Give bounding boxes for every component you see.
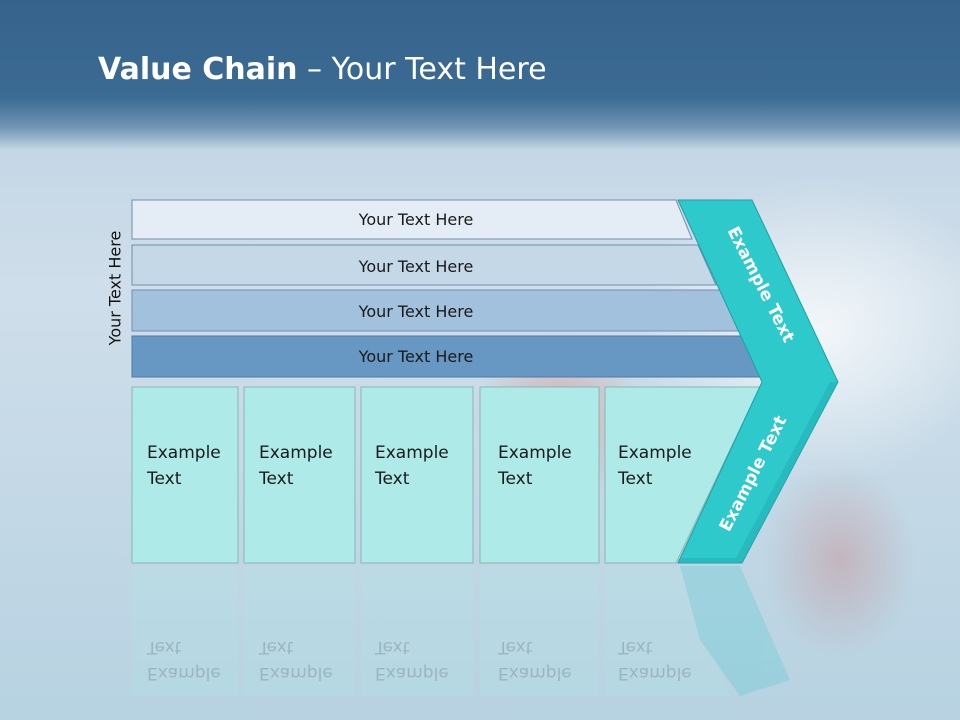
box-3-reflection: Example Text — [375, 634, 449, 686]
title-bar: Value Chain – Your Text Here — [0, 0, 960, 150]
box-5-reflection-line2: Text — [618, 637, 653, 657]
box-5-line2: Text — [618, 469, 653, 489]
box-3-text: Example Text — [375, 440, 449, 492]
box-4-line2: Text — [498, 469, 533, 489]
box-5-reflection: Example Text — [618, 634, 692, 686]
box-1-reflection-line1: Example — [147, 663, 221, 683]
box-4-line1: Example — [498, 443, 572, 463]
row-4-label: Your Text Here — [358, 347, 474, 366]
slide-title: Value Chain – Your Text Here — [98, 52, 547, 87]
box-2-reflection-line2: Text — [259, 637, 294, 657]
box-1-line1: Example — [147, 443, 221, 463]
box-5-line1: Example — [618, 443, 692, 463]
box-2 — [243, 386, 356, 564]
box-4 — [479, 386, 600, 564]
box-3-reflection-line2: Text — [375, 637, 410, 657]
box-2-line2: Text — [259, 469, 294, 489]
box-2-text: Example Text — [259, 440, 333, 492]
box-4-reflection-line1: Example — [498, 663, 572, 683]
box-5-reflection-line1: Example — [618, 663, 692, 683]
row-2 — [131, 244, 717, 286]
row-2-label: Your Text Here — [358, 257, 474, 276]
box-2-reflection: Example Text — [259, 634, 333, 686]
title-rest: – Your Text Here — [297, 52, 547, 87]
box-5 — [604, 386, 761, 564]
chevron-highlight — [678, 382, 838, 563]
box-1 — [131, 386, 239, 564]
row-1-label: Your Text Here — [358, 210, 474, 229]
box-1-line2: Text — [147, 469, 182, 489]
title-bold: Value Chain — [98, 52, 298, 87]
box-4-text: Example Text — [498, 440, 572, 492]
box-1-reflection-line2: Text — [147, 637, 182, 657]
box-2-reflection-line1: Example — [259, 663, 333, 683]
box-4-reflection: Example Text — [498, 634, 572, 686]
row-3-label: Your Text Here — [358, 302, 474, 321]
box-3-line1: Example — [375, 443, 449, 463]
box-4-reflection-line2: Text — [498, 637, 533, 657]
box-1-reflection: Example Text — [147, 634, 221, 686]
reflection — [132, 566, 790, 696]
box-3-reflection-line1: Example — [375, 663, 449, 683]
box-2-line1: Example — [259, 443, 333, 463]
box-3-line2: Text — [375, 469, 410, 489]
box-3 — [360, 386, 474, 564]
box-1-text: Example Text — [147, 440, 221, 492]
box-5-text: Example Text — [618, 440, 692, 492]
row-1 — [131, 199, 693, 240]
